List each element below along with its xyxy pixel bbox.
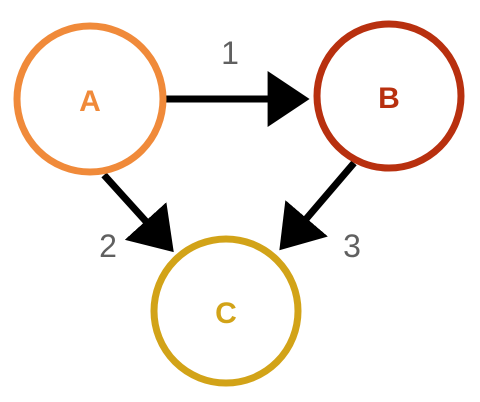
edge-label-1: 1 [221,35,239,71]
node-c-label: C [215,297,237,330]
node-b: B [313,20,465,172]
edge-b-to-c [279,160,357,251]
node-a-label: A [79,85,101,118]
node-c: C [150,235,302,387]
node-b-label: B [378,82,400,115]
node-a: A [13,22,167,176]
node-c-circle [150,235,302,387]
node-b-circle [313,20,465,172]
edge-label-2: 2 [99,228,117,264]
edge-a-to-c [101,172,174,253]
node-a-circle [13,22,167,176]
edge-label-3: 3 [343,228,361,264]
